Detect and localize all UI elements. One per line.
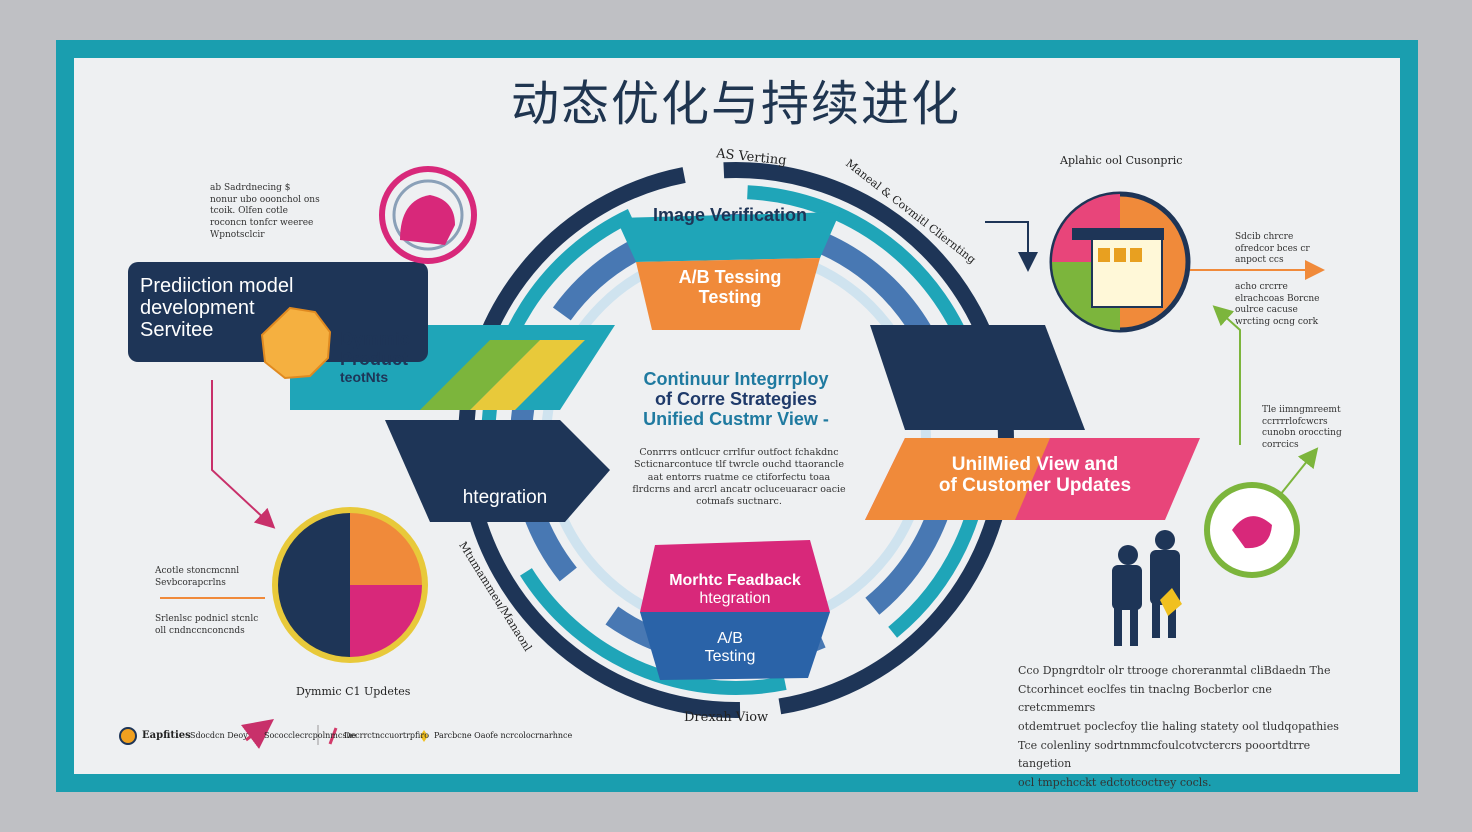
- right-navy-chevron: [870, 325, 1085, 430]
- prediction-model-label: Prediiction model development Servitee: [140, 275, 294, 341]
- note-right-3: Tle iimngmreemt ccrrrrlofcwcrs cunobn or…: [1262, 405, 1342, 451]
- integration-chevron: [385, 420, 610, 522]
- note-right-1: Sdcib chrcre ofredcor bces cr anpoct ccs: [1235, 232, 1310, 266]
- ab-testing-bottom-label: A/B Testing: [704, 630, 756, 665]
- left-connector-arrow: [211, 380, 276, 529]
- legend-arrow-icon: [241, 719, 274, 749]
- continuous-integration-title: Continuur Integrrploy of Corre Strategie…: [643, 369, 829, 429]
- ab-testing-top-label: A/B Tessing Testing: [678, 267, 782, 307]
- monitor-feedback-banner: [640, 540, 830, 612]
- note-bottom-left-2: Srlenlsc podnicl stcnlc oll cndnccnconcn…: [155, 614, 259, 636]
- dynamic-product-label: Dymmic Product teotNts: [340, 329, 411, 385]
- ab-testing-bottom-banner: [640, 612, 830, 680]
- ab-testing-top-banner: [636, 258, 820, 330]
- legend-item-3-label: Decrrctnccuortrpfiro: [344, 731, 430, 740]
- legend-pen-icon: [328, 727, 338, 745]
- legend-badge-icon: [119, 727, 137, 745]
- note-right-2: acho crcrre elrachcoas Borcne oulrce cac…: [1235, 282, 1320, 328]
- unified-view-label: UnilMied View and of Customer Updates: [938, 454, 1132, 496]
- note-top-right-heading: Aplahic ool Cusonpric: [1060, 154, 1183, 167]
- monitor-feedback-label: Morhtc Feadback htegration: [669, 572, 801, 607]
- top-right-connector: [985, 221, 1038, 272]
- center-description: Conrrrs ontlcucr crrlfur outfoct fchakdn…: [632, 447, 846, 508]
- right-green-arrow-2: [1279, 447, 1319, 496]
- image-verification-label: Image Verification: [652, 205, 808, 225]
- right-green-arrow: [1212, 305, 1241, 445]
- legend-item-1-label: Eapfities: [142, 730, 191, 741]
- note-bottom-left-1: Acotle stoncmcnnl Sevbcorapcrlns: [155, 566, 240, 588]
- green-stripe: [420, 340, 540, 410]
- note-top-left: ab Sadrdnecing $ nonur ubo ooonchol ons …: [210, 183, 320, 240]
- ring-label-bottom: Drexah Viow: [684, 710, 769, 725]
- legend-item-1-sub: Sdocdcn Deoy: [190, 731, 248, 740]
- image-verification-banner: [616, 212, 840, 262]
- legend-item-2-label: Sococclecrcpolnmcsue: [264, 731, 357, 740]
- yellow-stripe: [470, 340, 585, 410]
- note-bottom-left-caption: Dymmic C1 Updetes: [296, 685, 411, 698]
- page-title: 动态优化与持续进化: [510, 76, 961, 132]
- network-octagon-icon: [260, 306, 332, 380]
- business-people-icon: [1112, 530, 1182, 646]
- unified-view-orange: [865, 438, 1050, 520]
- head-icon: [379, 166, 477, 264]
- prediction-box: [128, 262, 428, 362]
- bottom-paragraph: Cco Dpngrdtolr olr ttrooge choreranmtal …: [1018, 664, 1339, 790]
- legend-item-4-label: Parcbcne Oaofe ncrcolocrnarhnce: [434, 731, 573, 740]
- integration-label: htegration: [462, 487, 548, 508]
- legend-spark-icon: [420, 730, 428, 742]
